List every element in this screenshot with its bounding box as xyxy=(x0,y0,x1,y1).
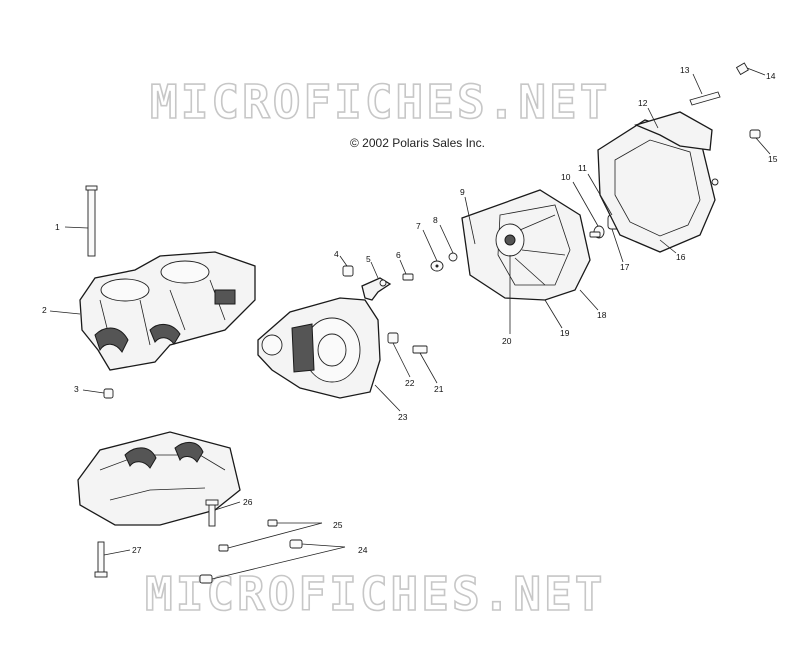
watermark-bottom: MICROFICHES.NET xyxy=(145,567,605,621)
part-upper-crankcase xyxy=(79,251,256,371)
part-pin-24b xyxy=(199,574,213,584)
part-bolt-26 xyxy=(205,499,219,527)
callout-9: 9 xyxy=(460,187,465,197)
part-fitting xyxy=(735,62,749,76)
callout-19: 19 xyxy=(560,328,570,338)
callout-3: 3 xyxy=(74,384,79,394)
callout-25: 25 xyxy=(333,520,343,530)
callout-11: 11 xyxy=(578,163,587,173)
part-nut xyxy=(448,252,458,262)
callout-26: 26 xyxy=(243,497,253,507)
callout-16: 16 xyxy=(676,252,686,262)
leader-lines xyxy=(49,67,771,580)
callout-18: 18 xyxy=(597,310,607,320)
part-dowel xyxy=(103,388,114,399)
part-bolt-27 xyxy=(94,541,108,578)
part-pin-4 xyxy=(342,265,354,277)
part-long-bolt xyxy=(689,91,721,106)
part-lever xyxy=(361,277,392,301)
part-pin-25a xyxy=(267,519,278,527)
callout-15: 15 xyxy=(768,154,778,164)
callout-10: 10 xyxy=(561,172,571,182)
part-gasket xyxy=(597,119,719,253)
copyright-text: © 2002 Polaris Sales Inc. xyxy=(350,136,485,150)
part-screw-6 xyxy=(402,273,414,281)
part-pin-24a xyxy=(289,539,303,549)
part-pin-25b xyxy=(218,544,229,552)
part-gear-case xyxy=(257,297,381,399)
part-stud xyxy=(85,185,98,257)
part-washer xyxy=(430,260,444,272)
callout-12: 12 xyxy=(638,98,648,108)
callout-2: 2 xyxy=(42,305,47,315)
part-bolt-21 xyxy=(412,345,428,354)
callout-23: 23 xyxy=(398,412,408,422)
callout-21: 21 xyxy=(434,384,444,394)
callout-22: 22 xyxy=(405,378,415,388)
part-lower-crankcase xyxy=(77,431,241,526)
part-clutch-cover xyxy=(461,189,591,301)
watermark-top: MICROFICHES.NET xyxy=(150,75,610,129)
callout-5: 5 xyxy=(366,254,371,264)
callout-7: 7 xyxy=(416,221,421,231)
part-seal xyxy=(589,225,605,239)
callout-20: 20 xyxy=(502,336,512,346)
callout-1: 1 xyxy=(55,222,60,232)
callout-27: 27 xyxy=(132,545,142,555)
part-pin-22 xyxy=(387,332,399,344)
callout-6: 6 xyxy=(396,250,401,260)
callout-17: 17 xyxy=(620,262,630,272)
callout-14: 14 xyxy=(766,71,776,81)
callout-4: 4 xyxy=(334,249,339,259)
callout-24: 24 xyxy=(358,545,368,555)
part-screw-15 xyxy=(749,129,761,139)
callout-13: 13 xyxy=(680,65,690,75)
callout-8: 8 xyxy=(433,215,438,225)
